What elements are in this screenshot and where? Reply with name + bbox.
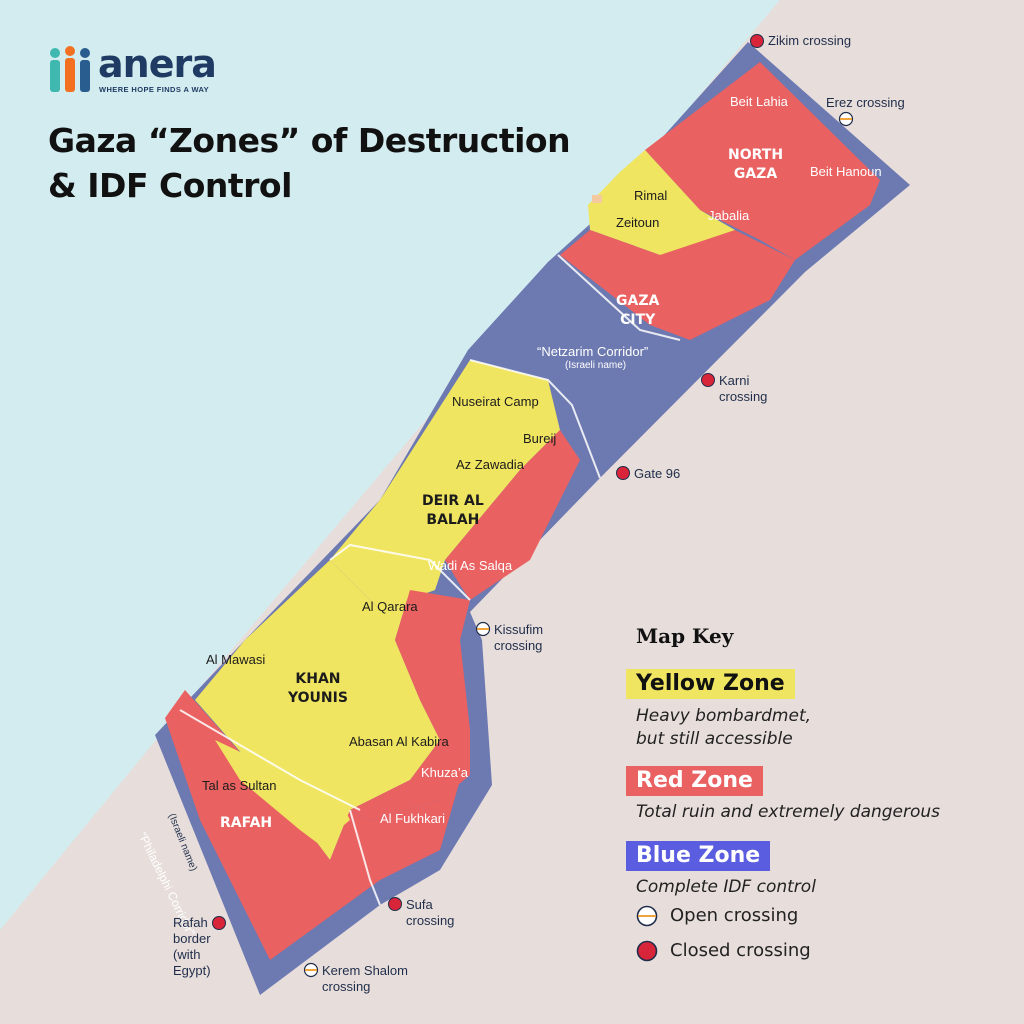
- place-al-qarara: Al Qarara: [362, 599, 418, 614]
- crossing-sufa: Sufa crossing: [406, 897, 455, 928]
- place-netzarim-note: (Israeli name): [565, 360, 627, 371]
- crossing-gate96: Gate 96: [634, 466, 681, 481]
- yellow-zone-gaza-city: [588, 150, 735, 255]
- key-open-label: Open crossing: [670, 905, 799, 926]
- red-zone-khan-younis-east: [350, 590, 470, 820]
- port-marker: [592, 195, 602, 203]
- key-closed-label: Closed crossing: [670, 940, 811, 961]
- yellow-zone-khan-younis: [195, 560, 440, 860]
- place-al-mawasi: Al Mawasi: [206, 652, 266, 667]
- place-beit-hanoun: Beit Hanoun: [810, 164, 882, 179]
- red-zone-north: [645, 62, 880, 260]
- key-yellow-label: Yellow Zone: [626, 669, 795, 699]
- region-north-gaza: NORTH GAZA: [728, 147, 784, 182]
- place-netzarim: “Netzarim Corridor”: [537, 344, 649, 359]
- place-abasan: Abasan Al Kabira: [349, 734, 449, 749]
- closed-crossing-icon: [636, 940, 658, 962]
- key-yellow-desc: Heavy bombardmet, but still accessible: [636, 706, 812, 749]
- crossing-kerem-shalom: Kerem Shalom crossing: [322, 963, 408, 994]
- place-wadi-as-salqa: Wadi As Salqa: [428, 558, 513, 573]
- red-zone-middle-east: [445, 430, 580, 600]
- title-line-1: Gaza “Zones” of Destruction: [48, 121, 571, 160]
- yellow-zone-rafah: [215, 740, 350, 845]
- yellow-zone-middle: [330, 360, 560, 610]
- key-closed-row: Closed crossing: [636, 940, 811, 962]
- region-gaza-city: GAZA CITY: [616, 293, 660, 328]
- key-blue-label: Blue Zone: [626, 841, 771, 871]
- place-rimal: Rimal: [634, 188, 668, 203]
- anera-logo: anera WHERE HOPE FINDS A WAY: [46, 42, 246, 96]
- place-khuzaa: Khuza’a: [421, 765, 468, 780]
- key-red-desc: Total ruin and extremely dangerous: [636, 802, 941, 822]
- logo-wordmark: anera: [98, 42, 217, 86]
- crossing-zikim: Zikim crossing: [768, 33, 852, 48]
- title-line-2: & IDF Control: [48, 166, 292, 205]
- open-crossing-icon: [636, 905, 658, 927]
- red-zone-gaza-city: [560, 230, 795, 340]
- crossing-karni: Karni crossing: [719, 373, 768, 404]
- key-title: Map Key: [636, 624, 734, 648]
- region-deir-al-balah: DEIR AL BALAH: [422, 493, 484, 528]
- place-tal-as-sultan: Tal as Sultan: [202, 778, 277, 793]
- region-khan-younis: KHAN YOUNIS: [288, 671, 348, 706]
- place-beit-lahia: Beit Lahia: [730, 94, 788, 109]
- key-red-label: Red Zone: [626, 766, 763, 796]
- place-az-zawadia: Az Zawadia: [456, 457, 524, 472]
- crossing-erez: Erez crossing: [826, 95, 905, 110]
- sea-area: [0, 0, 780, 930]
- key-blue-desc: Complete IDF control: [636, 877, 816, 897]
- crossing-rafah-border: Rafah border (with Egypt): [173, 915, 211, 978]
- place-zeitoun: Zeitoun: [616, 215, 660, 230]
- map-title: Gaza “Zones” of Destruction & IDF Contro…: [48, 118, 571, 208]
- place-nuseirat: Nuseirat Camp: [452, 394, 539, 409]
- place-bureij: Bureij: [523, 431, 557, 446]
- key-open-row: Open crossing: [636, 905, 798, 927]
- logo-tagline: WHERE HOPE FINDS A WAY: [99, 85, 210, 94]
- region-rafah: RAFAH: [220, 815, 273, 831]
- place-jabalia: Jabalia: [708, 208, 750, 223]
- anera-people-icon: [50, 46, 90, 92]
- place-al-fukhkari: Al Fukhkari: [380, 811, 446, 826]
- crossing-kissufim: Kissufim crossing: [494, 622, 544, 653]
